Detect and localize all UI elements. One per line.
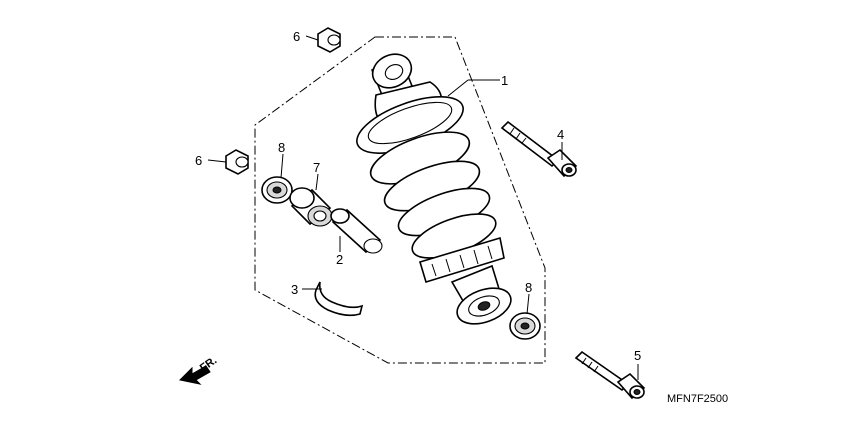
seal-strip: [314, 281, 364, 317]
bolt-upper: [500, 120, 578, 178]
callout-3: 3: [291, 282, 298, 297]
collar: [289, 187, 333, 227]
assembly-boundary: [254, 36, 546, 364]
callout-2: 2: [336, 252, 343, 267]
bearing-lower: [509, 312, 541, 340]
bearing-upper: [261, 176, 293, 204]
callout-7: 7: [313, 160, 320, 175]
callout-8-lower: 8: [525, 280, 532, 295]
diagram-code: MFN7F2500: [667, 393, 728, 405]
callout-4: 4: [557, 127, 564, 142]
callout-8-upper: 8: [278, 140, 285, 155]
spacer-shaft: [330, 208, 383, 254]
callout-1: 1: [501, 73, 508, 88]
bolt-lower: [574, 350, 646, 400]
callout-6-left: 6: [195, 153, 202, 168]
leader-lines: [207, 35, 639, 380]
nut-top: [317, 27, 341, 53]
front-direction-marker: FR.: [178, 354, 219, 385]
shock-absorber: [356, 53, 512, 325]
callout-5: 5: [634, 348, 641, 363]
callout-6-top: 6: [293, 29, 300, 44]
nut-left: [225, 149, 249, 175]
front-arrow-icon: [178, 365, 211, 385]
